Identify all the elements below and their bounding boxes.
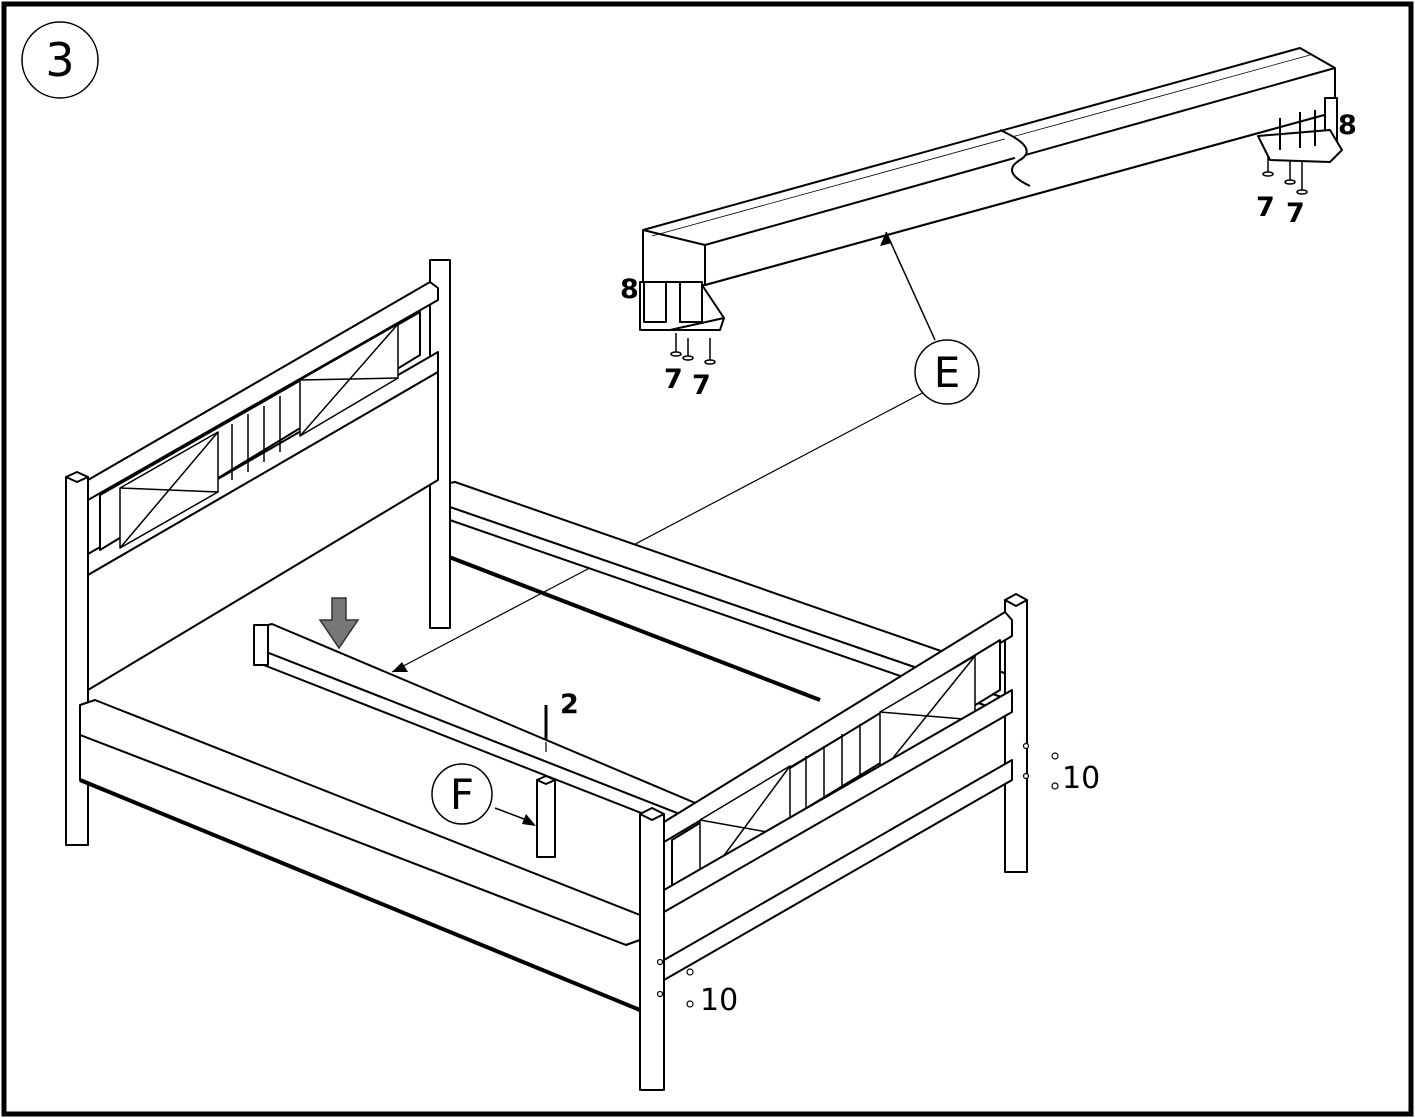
label-screw-7-left-a: 7 [664,364,683,395]
step-badge: 3 [21,21,99,99]
step-number: 3 [45,33,74,87]
callout-e: E [391,231,980,673]
bolts-footboard-left [656,958,694,1008]
screws-left [670,333,716,365]
label-part-f: F [450,770,474,819]
headboard [65,259,451,846]
bolts-footboard-right [1022,742,1059,790]
label-bracket-8-left: 8 [620,274,639,305]
bed-frame [65,259,1059,1091]
rail-e-detail [639,47,1343,365]
insert-arrow-icon [318,597,360,650]
label-bolt-10-right: 10 [1062,761,1100,796]
label-screw-7-right-b: 7 [1286,198,1305,229]
support-leg-f [536,705,556,858]
footboard [639,593,1028,1091]
label-screw-7-left-b: 7 [692,370,711,401]
screws-right [1262,156,1308,195]
bracket-left [639,281,725,331]
label-screw-7-right-a: 7 [1256,192,1275,223]
label-screw-2: 2 [560,689,579,720]
side-rail-front [79,699,641,1012]
label-bracket-8-right: 8 [1338,110,1357,141]
label-part-e: E [934,348,961,397]
label-bolt-10-left: 10 [700,983,738,1018]
bracket-right [1257,97,1343,163]
callout-f: F [431,763,536,826]
